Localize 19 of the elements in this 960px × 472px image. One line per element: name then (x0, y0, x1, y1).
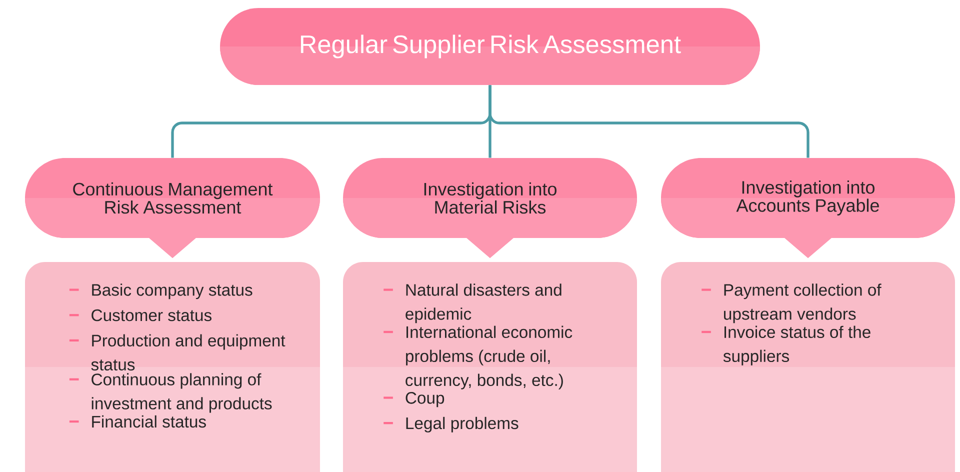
list-item: Legal problems (384, 416, 518, 432)
list-item: International economic problems (crude oil, currency, bonds, etc.) (384, 326, 572, 390)
list-box (661, 262, 955, 472)
connector-line (488, 85, 810, 158)
list-box (343, 262, 637, 472)
header-bubble: Continuous Management Risk Assessment (25, 158, 320, 258)
list-item: Coup (384, 392, 444, 408)
list-box (25, 262, 320, 472)
list-item: Invoice status of the suppliers (702, 326, 870, 366)
header-bubble: Investigation into Accounts Payable (661, 158, 955, 258)
header-bubble: Investigation into Material Risks (343, 158, 637, 258)
list-item: Natural disasters and epidemic (384, 284, 562, 324)
list-item: Financial status (69, 415, 206, 428)
list-item: Customer status (69, 309, 212, 322)
list-item: Basic company status (69, 284, 252, 300)
list-item: Continuous planning of investment and products (69, 373, 272, 413)
list-item: Production and equipment status (69, 334, 286, 371)
list-item: Payment collection of upstream vendors (702, 284, 882, 324)
title-pill: Regular Supplier Risk Assessment (220, 8, 760, 85)
